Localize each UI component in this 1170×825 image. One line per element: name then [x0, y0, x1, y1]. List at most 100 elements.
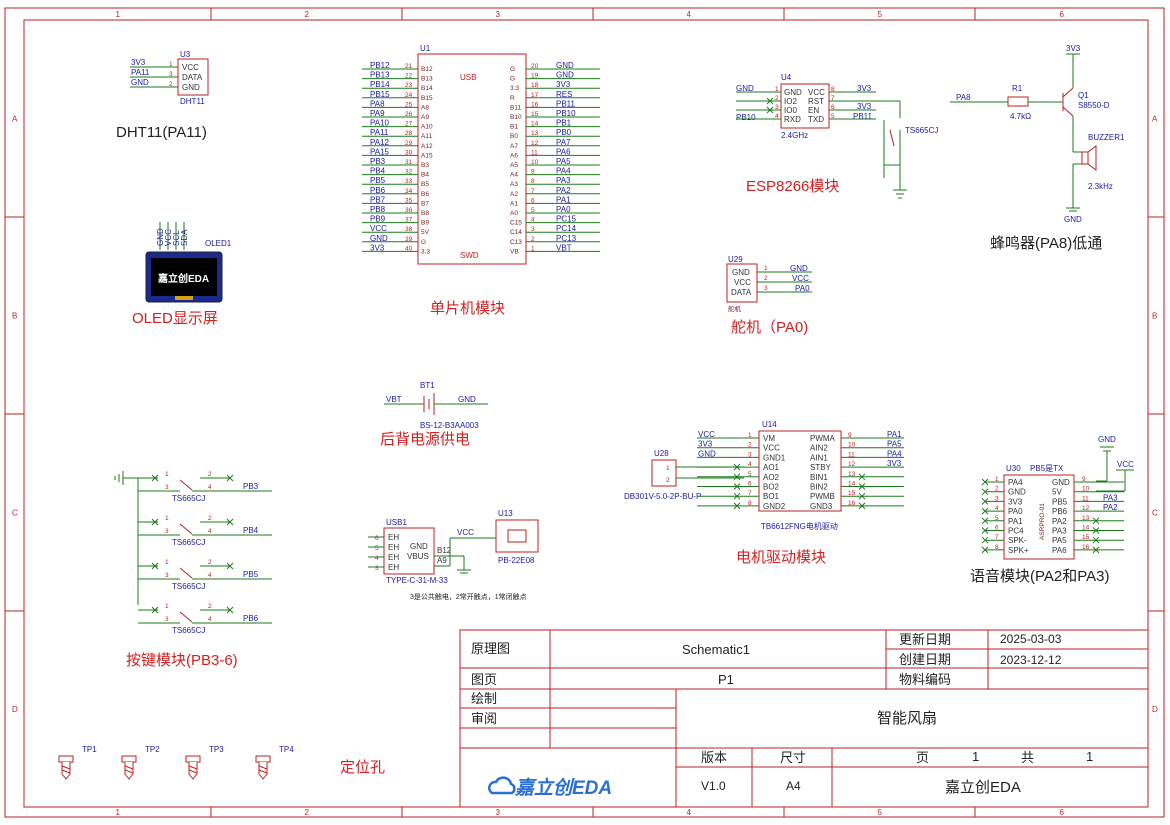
motor-noconnect-mark	[733, 492, 741, 500]
mcu-right-pin-num: 2	[531, 236, 535, 243]
motor-noconnect-mark	[733, 483, 741, 490]
mcu-left-pin-name: B13	[421, 76, 433, 83]
esp-noconnect-mark	[766, 97, 774, 105]
buzzer-module[interactable]: 3V3 PA8 R1 4.7kΩ Q1 S8550-D BUZZER1 2.3k…	[950, 44, 1125, 224]
test-point-ref: TP3	[209, 745, 224, 754]
voice-noconnect-mark	[981, 507, 989, 515]
mcu-right-pin-name: A6	[510, 152, 518, 159]
battery-part: BS-12-B3AA003	[420, 421, 479, 430]
key-noconnect-mark	[151, 474, 159, 482]
buzzer-gnd-icon	[1066, 207, 1080, 212]
mcu-right-pin-num: 5	[531, 207, 535, 214]
battery-module[interactable]: BT1 VBT GND BS-12-B3AA003	[384, 381, 488, 430]
motor-left-pin-num: 7	[748, 490, 752, 497]
oled-ref: OLED1	[205, 239, 232, 248]
motor-right-pin-num: 16	[848, 500, 856, 507]
motor-left-pin-num: 2	[748, 442, 752, 449]
mcu-right-pin-name: A2	[510, 191, 518, 198]
voice-part: ASRPRO-01	[1039, 503, 1046, 540]
motor-left-pin-name: BO2	[763, 483, 780, 492]
mcu-right-pin-name: VB	[510, 248, 519, 255]
tb-value-schematic: Schematic1	[682, 642, 750, 657]
tb-key-create: 创建日期	[899, 652, 951, 667]
servo-pin2-num: 2	[764, 275, 768, 282]
mcu-right-pin-num: 1	[531, 245, 535, 252]
mcu-right-pin-num: 4	[531, 217, 535, 224]
servo-pin-vcc: VCC	[734, 278, 751, 287]
battery-ref: BT1	[420, 381, 435, 390]
outer-frame	[4, 7, 1165, 818]
voice-right-pin-name: GND	[1052, 478, 1070, 487]
esp8266-module[interactable]: U4 2.4GHz GND PB10 3V3 3V3 PB11 TS665CJ …	[736, 73, 938, 199]
mcu-right-pin-name: R	[510, 95, 515, 102]
motor-noconnect-mark	[858, 492, 866, 500]
voice-right-pin-num: 16	[1082, 544, 1090, 551]
servo-net-pa0: PA0	[795, 284, 810, 293]
mcu-body	[417, 53, 527, 265]
dht11-module[interactable]: U3 VCC DATA GND 3V3 PA11 GND 1 3 2 DHT11	[130, 50, 209, 106]
mcu-left-pin-name: B3	[421, 162, 429, 169]
mcu-right-pin-num: 3	[531, 226, 535, 233]
mcu-right-pin-num: 19	[531, 73, 539, 80]
motor-right-pin-num: 14	[848, 481, 856, 488]
mcu-left-pin-num: 38	[405, 226, 413, 233]
key-pin-num: 3	[165, 572, 169, 579]
esp-left-pin-name: IO0	[784, 106, 797, 115]
tb-key-review: 审阅	[471, 711, 497, 726]
key-pin-num: 1	[165, 603, 169, 610]
key-pin-num: 4	[208, 572, 212, 579]
col-number-top: 5	[878, 10, 883, 19]
mcu-left-pin-num: 33	[405, 178, 413, 185]
voice-noconnect-mark	[981, 517, 989, 525]
esp-body	[780, 83, 830, 129]
usb-module[interactable]: USB1 EH EH EH EH 6 5 4 3 GND VBUS B12 A9…	[368, 509, 539, 601]
screw-hole-icon: TP4	[255, 745, 294, 780]
voice-right-pin-name: PB6	[1052, 507, 1068, 516]
oled-pin-gnd: GND	[156, 228, 165, 246]
motor-driver-module[interactable]: U14 TB6612FNG电机驱动 U28 1 2 DB301V-5.0-2P-…	[624, 420, 904, 531]
mcu-right-net: PB1	[556, 119, 572, 128]
oled-module[interactable]: GND VCC SCL SDA OLED1 嘉立创EDA	[145, 222, 232, 303]
mcu-left-pin-num: 24	[405, 92, 413, 99]
battery-net-vbt: VBT	[386, 395, 402, 404]
mcu-right-net: PB10	[556, 109, 576, 118]
servo-sub: 舵机	[728, 304, 742, 313]
voice-note: PB5是TX	[1030, 464, 1064, 473]
usb-switch-lever	[507, 529, 527, 543]
motor-left-pin-num: 1	[748, 432, 752, 439]
mcu-left-pin-name: A12	[421, 143, 433, 150]
mcu-right-net: PA3	[556, 176, 571, 185]
mcu-right-net: 3V3	[556, 80, 571, 89]
mcu-right-pin-num: 20	[531, 63, 539, 70]
voice-left-pin-num: 5	[995, 515, 999, 522]
tb-key-total: 共	[1021, 750, 1034, 765]
key-pin-num: 1	[165, 559, 169, 566]
esp-right-pin-num: 7	[831, 95, 835, 102]
servo-module[interactable]: U29 GND VCC DATA 1 2 3 GND VCC PA0 舵机	[726, 255, 812, 313]
mcu-right-net: VBT	[556, 243, 572, 252]
buzzer-net-pa8: PA8	[956, 93, 971, 102]
oled-screen	[151, 258, 217, 296]
mcu-left-net: PA10	[370, 119, 390, 128]
motor-noconnect-mark	[858, 502, 866, 510]
mcu-right-pin-name: C13	[510, 239, 522, 246]
voice-noconnect-mark	[1092, 536, 1100, 544]
tb-company: 嘉立创EDA	[945, 779, 1021, 796]
mcu-right-net: PA7	[556, 138, 571, 147]
mcu-left-net: PB12	[370, 61, 390, 70]
voice-left-pin-num: 6	[995, 525, 999, 532]
servo-pin1-num: 1	[764, 265, 768, 272]
mcu-right-pin-name: 3.3	[510, 85, 519, 92]
mcu-right-net: PB11	[556, 99, 576, 108]
motor-left-pin-name: GND1	[763, 453, 786, 462]
voice-module[interactable]: U30 PB5是TX ASRPRO-01 GND VCC PA41GND23V3…	[981, 435, 1134, 560]
mcu-right-pin-num: 6	[531, 197, 535, 204]
motor-left-pin-num: 3	[748, 451, 752, 458]
mcu-left-pin-name: B14	[421, 85, 433, 92]
